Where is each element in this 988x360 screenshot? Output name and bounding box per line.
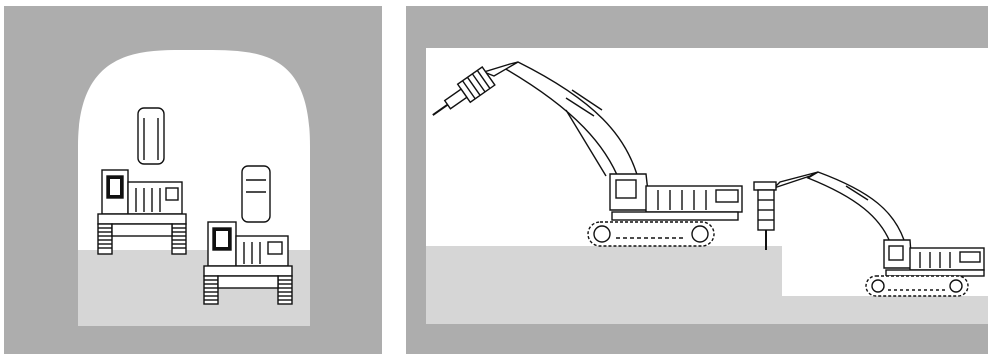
upper-bench: [426, 246, 782, 324]
cross-section-figure: [4, 6, 382, 354]
boom: [138, 108, 164, 164]
lower-bench: [782, 296, 988, 324]
longitudinal-section-panel: [406, 6, 988, 354]
cross-section-panel: [4, 6, 382, 354]
longitudinal-section-figure: [406, 6, 988, 354]
boom: [242, 166, 270, 222]
